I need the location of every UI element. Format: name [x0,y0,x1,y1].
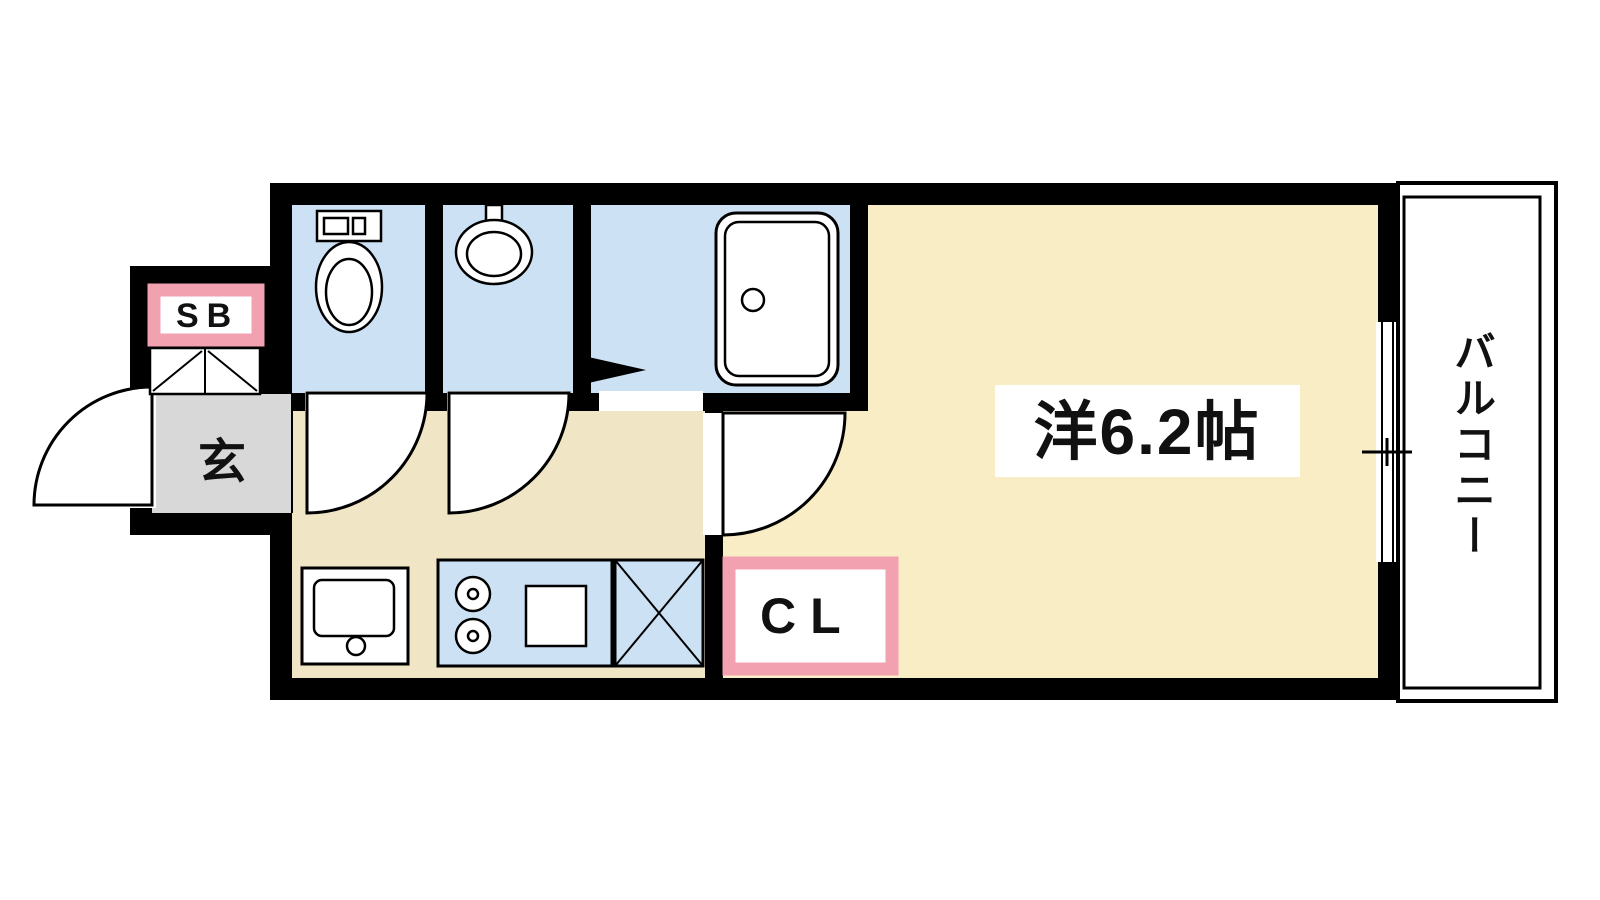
stove-icon [436,558,614,668]
door-arc-main-room [721,411,847,537]
bathtub-outer [714,211,840,387]
kitchen-unit-knob [345,635,367,657]
toilet-icon [314,209,384,334]
closet-label: CL [760,588,855,644]
room-entrance [152,394,292,513]
shoe-shelf-door-1 [152,350,203,392]
shoe-box-label: SB [176,297,239,335]
main-room-label: 洋6.2帖 [1034,396,1261,468]
stove-burner-1 [454,575,492,613]
toilet-tank-detail [322,216,350,236]
toilet-bowl-inner [324,257,374,327]
shoe-shelf-door-2 [207,350,258,392]
main-room-opening [703,413,723,535]
washbasin-faucet [484,203,504,223]
closet-frame [722,556,899,676]
kitchen-unit-outer [300,566,410,666]
door-arc-toilet [305,391,429,515]
washer-cross-2 [614,559,704,667]
balcony-railing [1402,195,1542,690]
closet: CL [722,556,899,676]
shoe-box-frame [147,283,265,347]
bathtub-inner [723,220,831,378]
stove-burner-1-center [466,587,480,601]
washing-machine-icon [613,558,705,668]
main-room-label-bg [995,385,1300,477]
kitchen-sink [524,584,588,648]
toilet-bowl [314,240,384,334]
bath-opening [599,391,703,411]
kitchen-unit-icon [300,566,410,666]
washbasin-bowl-inner [465,230,523,278]
entrance-label: 玄 [198,436,246,489]
shoe-box: SB [147,283,265,396]
washbasin-icon [454,203,534,286]
labels: 洋6.2帖 バルコニー 玄 [198,330,1496,560]
doors [32,356,847,537]
balcony [1396,181,1558,703]
stove-burner-2 [454,617,492,655]
bathtub-drain [740,287,766,313]
bath-door-marker [584,356,646,384]
bathtub-icon [714,211,840,387]
door-arc-entrance [32,385,154,507]
toilet-tank-detail-2 [351,216,367,236]
balcony-label: バルコニー [1449,330,1496,560]
stove-burner-2-center [466,629,480,643]
door-arc-washroom [447,391,571,515]
balcony-window [1362,322,1412,562]
